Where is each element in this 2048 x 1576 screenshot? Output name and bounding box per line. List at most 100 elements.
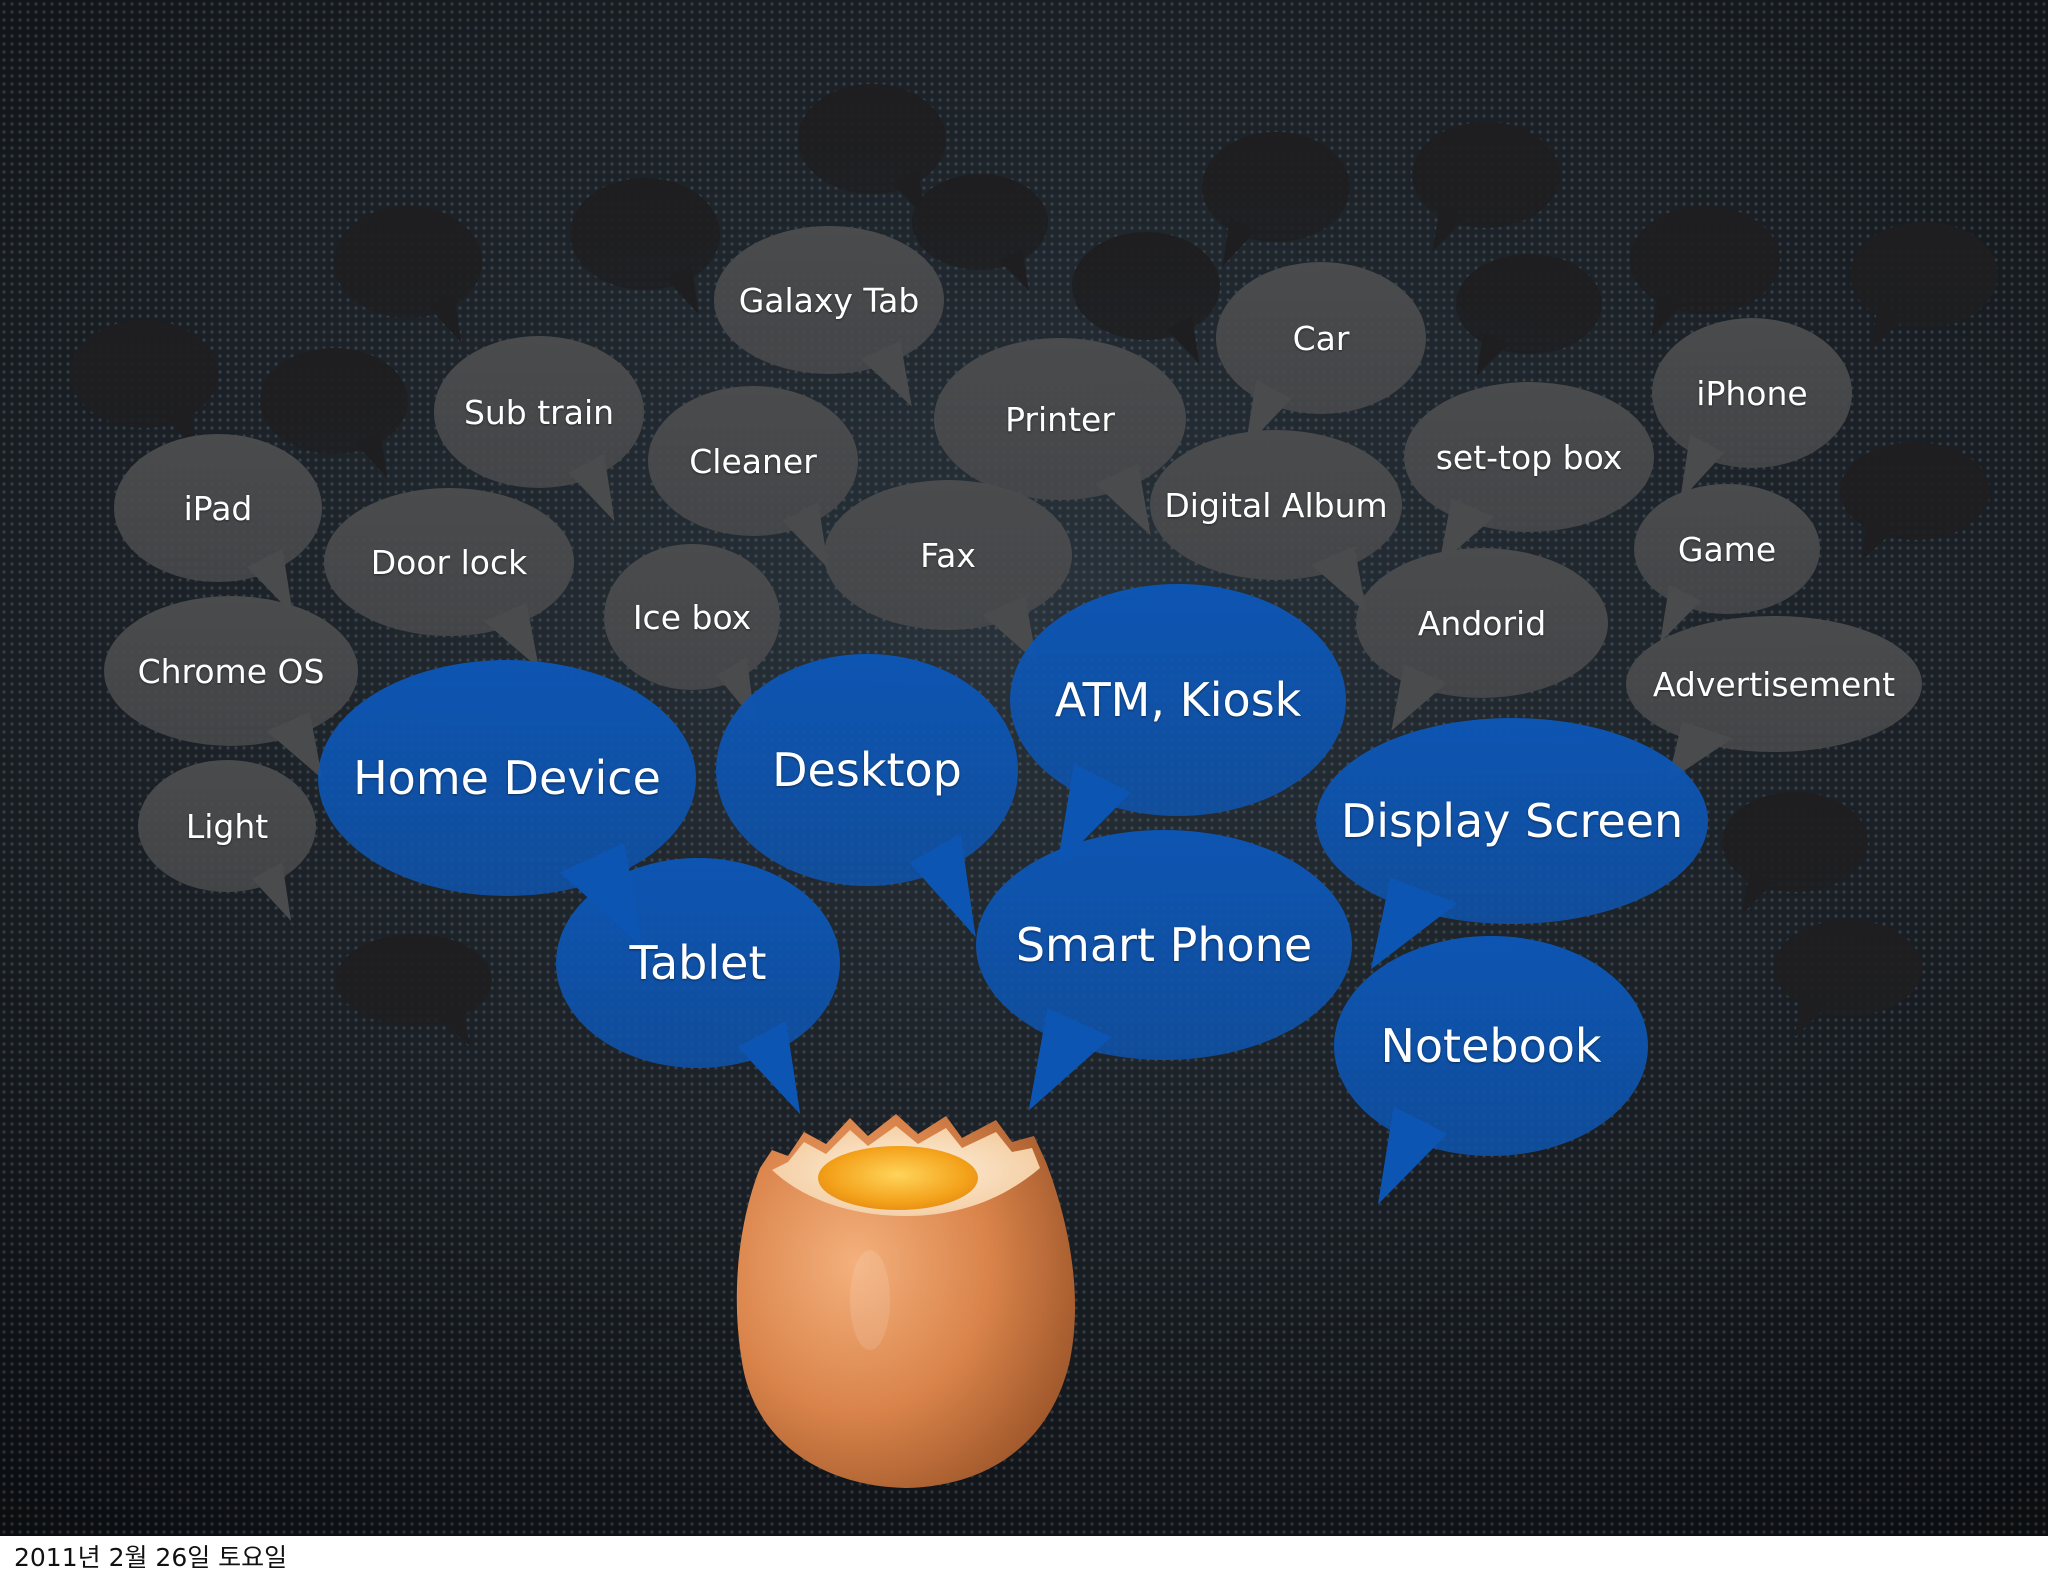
bubble-game: Game <box>1634 484 1820 643</box>
empty-speech-bubble-10 <box>1456 254 1602 376</box>
speech-bubble-icon <box>934 338 1186 536</box>
speech-bubble-icon <box>1412 122 1560 252</box>
empty-speech-bubble-15 <box>1774 920 1922 1038</box>
speech-bubble-icon <box>912 174 1048 292</box>
speech-bubble-icon <box>1010 584 1346 868</box>
speech-bubble-icon <box>1456 254 1602 376</box>
bubble-label: Desktop <box>772 743 962 797</box>
bubble-label: Smart Phone <box>1015 918 1313 972</box>
speech-bubble-icon <box>824 480 1072 663</box>
bubble-display-screen: Display Screen <box>1316 718 1708 970</box>
bubble-label: Tablet <box>629 936 767 990</box>
speech-bubble-icon <box>1634 484 1820 643</box>
bubble-label: iPad <box>183 488 253 528</box>
bubble-car: Car <box>1216 262 1426 448</box>
empty-speech-bubble-7 <box>1072 232 1220 364</box>
empty-speech-bubble-6 <box>912 174 1048 292</box>
bubble-label: Andorid <box>1417 603 1547 643</box>
speech-bubble-icon <box>1630 206 1780 338</box>
bubble-tablet: Tablet <box>556 858 840 1115</box>
speech-bubble-icon <box>1722 792 1868 914</box>
empty-speech-bubble-3 <box>334 206 482 343</box>
speech-bubble-icon <box>1072 232 1220 364</box>
bubble-label: Door lock <box>370 542 528 582</box>
bubble-desktop: Desktop <box>716 654 1018 938</box>
bubble-fax: Fax <box>824 480 1072 663</box>
bubble-cleaner: Cleaner <box>648 386 858 569</box>
bubble-label: Sub train <box>463 392 615 432</box>
bubble-smart-phone: Smart Phone <box>976 830 1352 1111</box>
speech-bubble-icon <box>324 488 574 669</box>
speech-bubble-icon <box>556 858 840 1115</box>
bubble-label: Fax <box>920 535 976 575</box>
empty-speech-bubble-11 <box>1630 206 1780 338</box>
bubble-door-lock: Door lock <box>324 488 574 669</box>
bubble-label: Cleaner <box>689 441 817 481</box>
speech-bubble-icon <box>1840 442 1990 562</box>
bubble-light: Light <box>138 760 316 922</box>
bubble-label: Notebook <box>1380 1019 1602 1073</box>
bubble-label: iPhone <box>1696 373 1808 413</box>
bubble-label: Light <box>185 806 269 846</box>
bubble-home-device: Home Device <box>318 660 696 948</box>
speech-bubble-icon <box>1652 318 1852 501</box>
bubble-set-top-box: set-top box <box>1404 382 1654 565</box>
bubble-advertisement: Advertisement <box>1626 616 1922 782</box>
empty-speech-bubble-14 <box>1722 792 1868 914</box>
bubble-label: Home Device <box>353 751 661 805</box>
speech-bubble-icon <box>648 386 858 569</box>
cracked-egg-icon <box>736 1114 1076 1488</box>
speech-bubble-icon <box>114 434 322 615</box>
speech-bubble-icon <box>260 348 408 478</box>
bubble-sub-train: Sub train <box>434 336 644 522</box>
bubble-chrome-os: Chrome OS <box>104 596 358 779</box>
bubble-printer: Printer <box>934 338 1186 536</box>
bubble-label: ATM, Kiosk <box>1054 673 1302 727</box>
speech-bubble-icon <box>1316 718 1708 970</box>
bubble-label: set-top box <box>1435 437 1623 477</box>
speech-bubble-icon <box>1356 548 1608 731</box>
speech-bubble-icon <box>714 226 944 407</box>
speech-bubble-icon <box>1774 920 1922 1038</box>
speech-bubble-icon <box>336 934 492 1047</box>
bubble-label: Galaxy Tab <box>738 280 920 320</box>
speech-bubble-icon <box>570 178 720 315</box>
bubble-iphone: iPhone <box>1652 318 1852 501</box>
speech-bubble-icon <box>1334 936 1648 1205</box>
empty-speech-bubble-8 <box>1202 132 1350 267</box>
empty-speech-bubble-16 <box>336 934 492 1047</box>
footer-date: 2011년 2월 26일 토요일 <box>14 1543 288 1572</box>
bubble-ipad: iPad <box>114 434 322 615</box>
speech-bubble-icon <box>716 654 1018 938</box>
empty-speech-bubble-13 <box>1840 442 1990 562</box>
speech-bubble-icon <box>1202 132 1350 267</box>
speech-bubble-icon <box>1404 382 1654 565</box>
speech-bubble-icon <box>104 596 358 779</box>
bubble-atm-kiosk: ATM, Kiosk <box>1010 584 1346 868</box>
speech-bubble-icon <box>1626 616 1922 782</box>
speech-bubble-icon <box>1150 430 1402 613</box>
bubble-label: Printer <box>1005 399 1115 439</box>
bubble-label: Car <box>1292 318 1350 358</box>
empty-speech-bubble-9 <box>1412 122 1560 252</box>
bubble-label: Game <box>1677 529 1777 569</box>
empty-speech-bubble-2 <box>570 178 720 315</box>
bubble-label: Chrome OS <box>137 651 325 691</box>
bubble-label: Ice box <box>632 597 752 637</box>
bubble-notebook: Notebook <box>1334 936 1648 1205</box>
bubble-label: Digital Album <box>1164 485 1388 525</box>
speech-bubble-icon <box>138 760 316 922</box>
speech-bubble-icon <box>1850 222 1998 352</box>
speech-bubble-icon <box>334 206 482 343</box>
empty-speech-bubble-12 <box>1850 222 1998 352</box>
speech-bubble-icon <box>976 830 1352 1111</box>
bubble-galaxy-tab: Galaxy Tab <box>714 226 944 407</box>
bubble-digital-album: Digital Album <box>1150 430 1402 613</box>
speech-bubble-icon <box>1216 262 1426 448</box>
bubble-label: Advertisement <box>1652 664 1896 704</box>
speech-bubble-icon <box>434 336 644 522</box>
bubble-andorid: Andorid <box>1356 548 1608 731</box>
empty-speech-bubble-5 <box>260 348 408 478</box>
bubble-label: Display Screen <box>1340 794 1684 848</box>
